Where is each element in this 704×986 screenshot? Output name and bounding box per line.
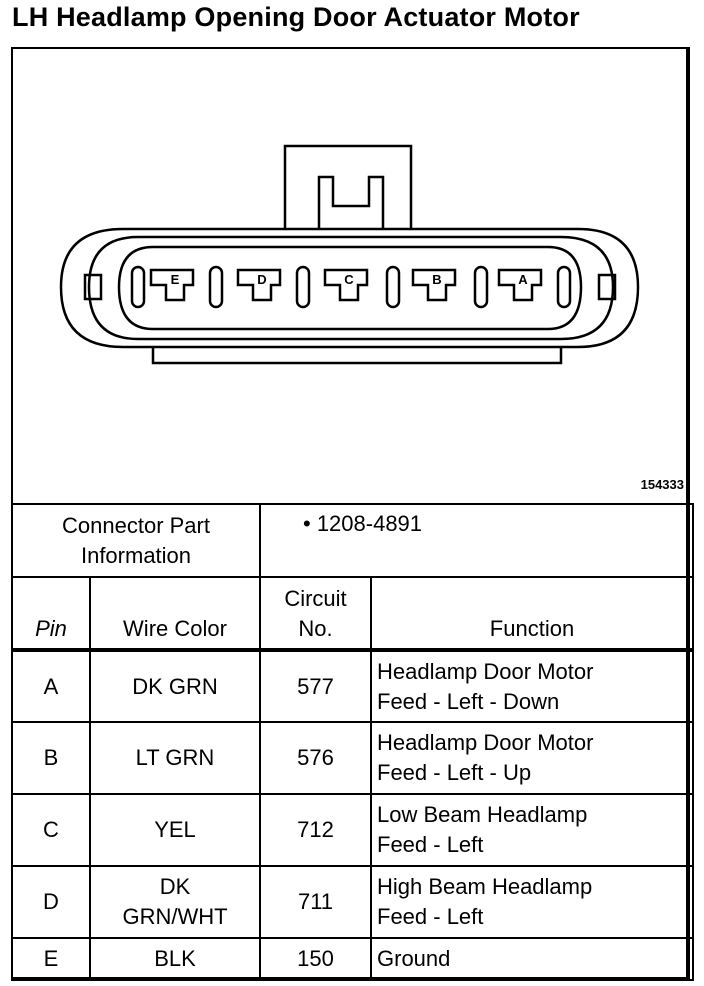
function-cell: Ground: [370, 937, 694, 981]
pin-label-a: A: [518, 272, 528, 287]
circuit-cell: 577: [259, 649, 372, 723]
connector-figure: E D C B A 154333: [13, 49, 686, 503]
wire-color-cell: DK GRN: [89, 649, 261, 723]
pin-cell: C: [11, 793, 91, 867]
connector-info-label: Connector Part Information: [11, 503, 261, 578]
connector-mid-shell: [87, 235, 615, 341]
table-row: E BLK 150 Ground: [11, 937, 694, 981]
pin-label-b: B: [432, 272, 441, 287]
table-header-row: Pin Wire Color Circuit No. Function: [11, 576, 694, 652]
pin-cell: A: [11, 649, 91, 723]
circuit-cell: 576: [259, 721, 372, 795]
page-title: LH Headlamp Opening Door Actuator Motor: [12, 2, 580, 32]
connector-drawing: E D C B A: [59, 144, 640, 365]
connector-inner-cavity: [117, 245, 583, 331]
pin-label-d: D: [257, 272, 266, 287]
figure-id: 154333: [640, 477, 684, 492]
circuit-cell: 712: [259, 793, 372, 867]
connector-outer-shell: [59, 227, 640, 349]
connector-bottom-skirt: [151, 347, 563, 365]
right-side-tab: [597, 273, 617, 301]
col-header-circuit: Circuit No.: [259, 576, 372, 652]
col-header-pin: Pin: [11, 576, 91, 652]
connector-info-row: Connector Part Information • 1208-4891: [11, 503, 694, 578]
left-side-tab: [83, 273, 103, 301]
connector-table-wrap: Connector Part Information • 1208-4891 P…: [11, 503, 694, 981]
pin-cell: E: [11, 937, 91, 981]
wire-color-cell: YEL: [89, 793, 261, 867]
col-header-function: Function: [370, 576, 694, 652]
circuit-cell: 150: [259, 937, 372, 981]
pin-label-e: E: [171, 272, 180, 287]
wire-color-cell: BLK: [89, 937, 261, 981]
part-number: • 1208-4891: [259, 503, 694, 578]
connector-latch-notch: [317, 175, 385, 229]
connector-document-frame: E D C B A 154333 Connector Part Informat…: [11, 47, 694, 981]
connector-latch: [283, 144, 413, 229]
pin-label-c: C: [344, 272, 354, 287]
circuit-cell: 711: [259, 865, 372, 939]
pin-cell: B: [11, 721, 91, 795]
connector-table: Connector Part Information • 1208-4891 P…: [11, 503, 694, 981]
wire-color-cell: LT GRN: [89, 721, 261, 795]
pin-cell: D: [11, 865, 91, 939]
col-header-wire-color: Wire Color: [89, 576, 261, 652]
